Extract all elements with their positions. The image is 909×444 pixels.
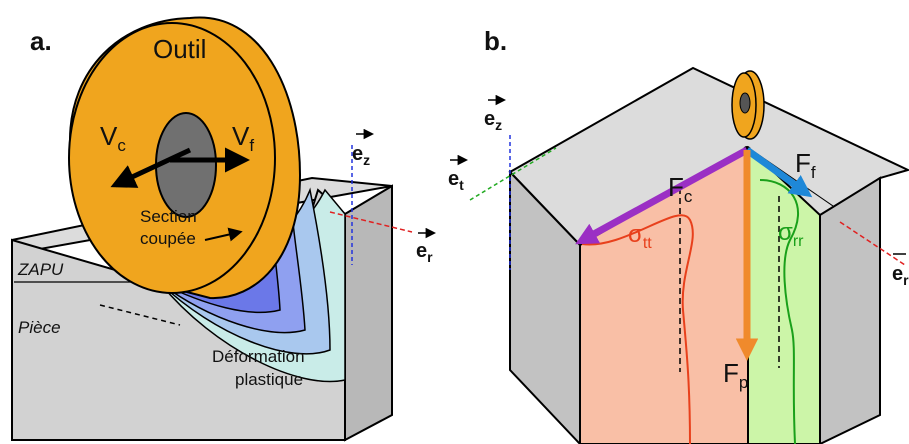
fp-label: Fp	[723, 358, 748, 392]
section-label-line1: Section	[140, 207, 197, 226]
ff-label: Ff	[795, 148, 816, 182]
ez-label-b: ez	[484, 108, 502, 133]
vc-label: Vc	[100, 121, 126, 155]
vc-arrow	[110, 147, 192, 188]
deformation-label-line1: Déformation	[212, 347, 305, 366]
er-axis-a	[329, 211, 413, 233]
et-label-b: et	[448, 168, 464, 193]
fc-label: Fc	[668, 172, 693, 206]
panel-b-letter: b.	[484, 26, 507, 56]
tool-hole	[155, 112, 217, 218]
piece-label: Pièce	[18, 318, 61, 337]
zapu-dashed-line	[99, 304, 181, 326]
tool-small	[731, 70, 765, 140]
er-label-b: er	[892, 263, 909, 288]
sigma-tt-label: σtt	[628, 221, 652, 252]
panel-b: b. σtt σrr Fc Ff Fp	[448, 26, 909, 444]
zapu-label: ZAPU	[17, 260, 64, 279]
ez-label-a: ez	[352, 143, 370, 168]
panel-a-letter: a.	[30, 26, 52, 56]
tool-small-hole	[739, 92, 751, 114]
sigma-rr-label: σrr	[778, 219, 804, 250]
vf-label: Vf	[232, 121, 254, 155]
section-label-line2: coupée	[140, 229, 196, 248]
deformation-label-line2: plastique	[235, 370, 303, 389]
sigma-tt-curve	[581, 214, 694, 444]
er-axis-b	[839, 221, 906, 266]
er-label-a: er	[416, 240, 433, 265]
et-axis-b	[469, 147, 557, 201]
tool-label: Outil	[153, 34, 206, 64]
fc-arrow	[575, 146, 749, 245]
section-pointer-arrow	[204, 227, 243, 242]
panel-a: a. ZAPU Pièce Outil Vc	[11, 16, 437, 442]
block-left-side	[509, 169, 581, 444]
ff-arrow	[744, 147, 813, 198]
block-right-side	[819, 176, 881, 444]
